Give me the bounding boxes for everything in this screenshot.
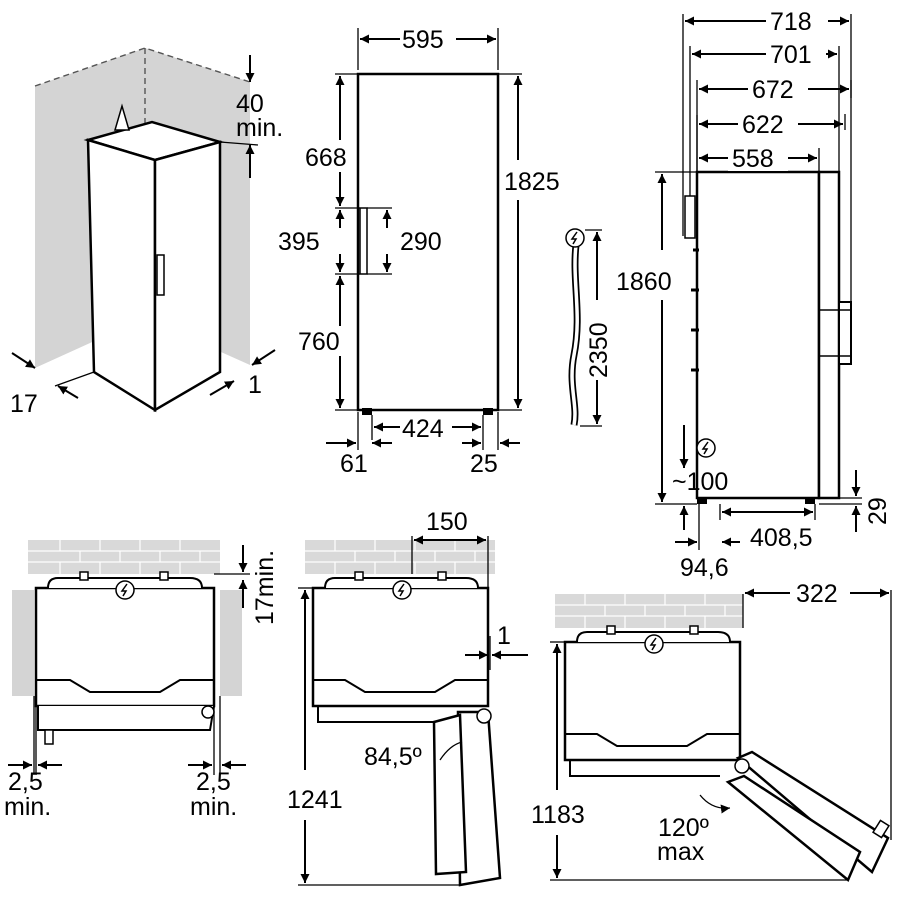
front-feet-spacing-label: 424 — [402, 415, 444, 443]
iso-view: 40 min. 17 1 — [10, 47, 283, 418]
side-depth-558: 558 — [732, 145, 774, 173]
front-right-offset-label: 25 — [470, 450, 498, 478]
plan-right-open-door — [725, 750, 890, 883]
front-left-offset-label: 61 — [340, 450, 368, 478]
front-lower-label: 760 — [298, 328, 340, 356]
plan-middle-side-gap: 1 — [497, 622, 511, 650]
power-plug-icon — [565, 228, 585, 248]
side-height-label: 1860 — [616, 268, 672, 296]
side-view: 718 701 672 622 558 1860 ~100 408,5 — [616, 6, 892, 582]
side-depth-718: 718 — [770, 8, 812, 36]
side-depth-622: 622 — [742, 111, 784, 139]
plan-right-door-angle: 120º — [658, 814, 709, 842]
plan-right-swing-width: 322 — [796, 580, 838, 608]
plan-right-total-depth: 1183 — [531, 801, 585, 829]
iso-fridge — [83, 103, 225, 413]
plan-left-socket-icon — [115, 580, 135, 600]
plan-left-rear-clearance: 17min. — [251, 550, 279, 625]
plan-right-door-angle-note: max — [657, 838, 705, 866]
front-view: 595 1825 668 395 760 290 424 61 — [278, 26, 560, 478]
plan-middle-socket-icon — [392, 580, 412, 600]
side-feet-depth-label: 408,5 — [750, 524, 813, 552]
side-socket-icon — [696, 438, 716, 458]
plan-middle-open-door — [432, 708, 502, 887]
side-door — [817, 170, 841, 500]
plan-middle-door-angle: 84,5º — [364, 743, 422, 771]
plan-left-side-left-unit: min. — [4, 793, 51, 821]
iso-right-gap: 1 — [248, 371, 262, 399]
front-upper-label: 668 — [305, 144, 347, 172]
power-cable-length-label: 2350 — [585, 322, 613, 378]
side-rear-offset-label: 94,6 — [680, 554, 729, 582]
plan-left-cabinet — [34, 586, 216, 708]
side-socket-height-label: ~100 — [672, 468, 728, 496]
plan-middle: 150 1 84,5º 1241 — [287, 508, 528, 887]
plan-left-side-right-unit: min. — [190, 793, 237, 821]
plan-right-cabinet — [563, 640, 742, 762]
iso-top-clearance-unit: min. — [236, 114, 283, 142]
front-handle-length-label: 290 — [400, 228, 442, 256]
front-width-label: 595 — [402, 26, 444, 54]
plan-middle-total-depth: 1241 — [287, 786, 343, 814]
front-handle — [359, 207, 368, 275]
plan-right: 322 120º max 1183 — [531, 580, 892, 883]
plan-middle-cabinet — [311, 586, 490, 708]
side-depth-672: 672 — [752, 76, 794, 104]
plan-right-socket-icon — [644, 634, 664, 654]
plan-left: 17min. 2,5 min. 2,5 min. — [4, 540, 279, 821]
iso-left-gap: 17 — [10, 390, 38, 418]
plan-left-side-left-value: 2,5 — [8, 768, 43, 796]
plan-middle-hinge-offset: 150 — [426, 508, 468, 536]
front-fridge-body — [356, 72, 500, 412]
side-depth-701: 701 — [770, 41, 812, 69]
plan-left-side-right-value: 2,5 — [196, 768, 231, 796]
side-cabinet — [695, 170, 821, 500]
front-height-label: 1825 — [504, 168, 560, 196]
power-cable: 2350 — [565, 228, 613, 427]
side-feet-height-label: 29 — [864, 497, 892, 525]
front-handle-zone-label: 395 — [278, 228, 320, 256]
iso-top-clearance-value: 40 — [236, 90, 264, 118]
